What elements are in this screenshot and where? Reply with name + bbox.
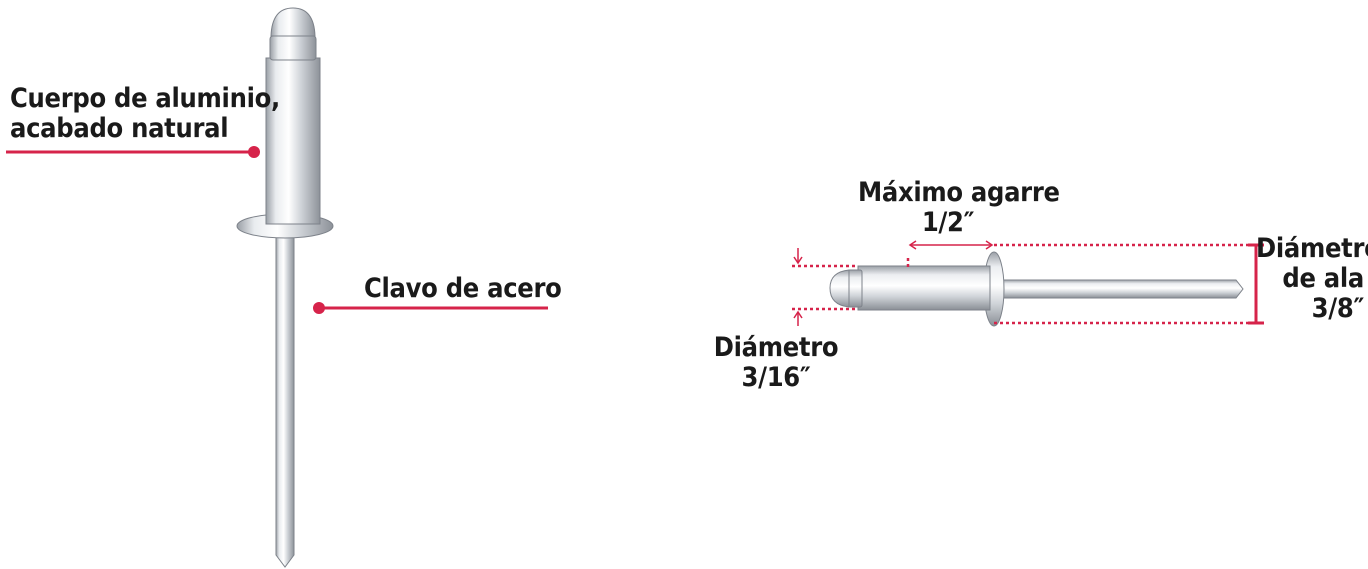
grip-label-line2: 1/2″ <box>921 207 975 238</box>
callout-pin-marker <box>313 302 548 314</box>
grip-dimension <box>906 240 994 268</box>
rivet-mandrel <box>275 225 295 568</box>
rivet-vertical <box>236 7 334 568</box>
flange-label-line2: de ala <box>1282 263 1364 294</box>
rivet-mandrel-head <box>829 269 850 308</box>
flange-label-line1: Diámetro <box>1256 233 1368 264</box>
rivet-mandrel-head <box>270 7 316 37</box>
grip-label-line1: Máximo agarre <box>858 177 1060 208</box>
diameter-label-line1: Diámetro <box>713 332 839 363</box>
diameter-label-line2: 3/16″ <box>741 362 811 393</box>
callout-body-marker <box>6 146 260 158</box>
rivet-body <box>857 265 991 311</box>
rivet-body <box>265 57 321 225</box>
callout-body-line1: Cuerpo de aluminio, <box>10 83 280 114</box>
rivet-mandrel <box>993 279 1244 299</box>
flange-dimension <box>994 243 1264 325</box>
flange-label: Diámetro de ala 3/8″ <box>1256 233 1368 324</box>
callout-body-line2: acabado natural <box>10 113 229 144</box>
flange-label-line3: 3/8″ <box>1311 293 1365 324</box>
grip-label: Máximo agarre 1/2″ <box>858 177 1060 238</box>
callout-pin-label: Clavo de acero <box>364 273 562 304</box>
diameter-label: Diámetro 3/16″ <box>712 333 840 393</box>
diameter-dimension <box>792 248 857 326</box>
rivet-horizontal <box>829 251 1244 327</box>
callout-body-label: Cuerpo de aluminio, acabado natural <box>10 84 280 144</box>
